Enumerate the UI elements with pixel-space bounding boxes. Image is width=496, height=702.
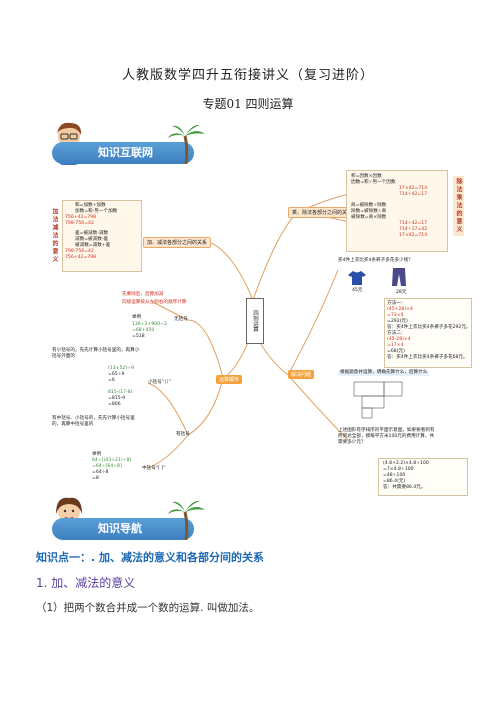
right-line-9: 714÷17=42 bbox=[399, 227, 428, 232]
ex2-line-6: =806 bbox=[108, 402, 121, 407]
knowledge-net-banner: 知识互联网 bbox=[52, 142, 194, 164]
left-line-7: 被减数=减数+差 bbox=[75, 243, 111, 248]
left-line-1: 和=加数+加数 bbox=[75, 203, 106, 208]
palm-tree-icon bbox=[168, 124, 206, 165]
right-line-8: 714÷42=17 bbox=[399, 221, 428, 226]
left-line-5: 差=被减数-减数 bbox=[75, 231, 109, 236]
right-line-6: 除数=被除数÷商 bbox=[351, 209, 387, 214]
no-bracket-label: 无括号 bbox=[174, 317, 188, 322]
example-label-1: 举例 bbox=[132, 315, 142, 320]
right-line-10: 17×42=714 bbox=[399, 233, 428, 238]
center-node: 四则运算 bbox=[246, 298, 264, 344]
left-formula-box: 和=加数+加数 加数=和-另一个加数 756+42=798 798-756=42… bbox=[62, 200, 142, 272]
order-note-1: 先乘除后，后算加减 bbox=[122, 292, 164, 297]
mid-bracket-label: 中括号“[ ]” bbox=[142, 466, 166, 471]
ex2-line-2: =65÷9 bbox=[108, 372, 125, 377]
left-line-6: 减数=被减数-差 bbox=[75, 237, 109, 242]
paragraph-1: （1）把两个数合并成一个数的运算. 叫做加法。 bbox=[36, 602, 260, 614]
sol2-3: =48÷100 bbox=[383, 473, 406, 478]
shirt-icon bbox=[348, 270, 366, 285]
section-heading: 知识点一：. 加、减法的意义和各部分间的关系 bbox=[36, 551, 265, 564]
sol2-5: 答：共需要86.4元。 bbox=[383, 485, 426, 490]
ex1-line-2: =68+450 bbox=[132, 328, 155, 333]
sol2-1: (4.8+2.2)×4.8÷100 bbox=[383, 461, 429, 466]
problem-q2: 根据题意并运算，明确先算什么，后算什么 bbox=[338, 370, 430, 376]
sol2-2: =7×4.8÷100 bbox=[383, 467, 414, 472]
problem-q3: 上述图形有序排序的平面示意图。如果要看到有所到达全部，摸每平方米100元的费用计… bbox=[338, 428, 435, 445]
has-bracket-label: 有括号 bbox=[176, 432, 190, 437]
sub-heading: 1. 加、减法的意义 bbox=[36, 576, 136, 590]
left-side-label: 加法减法的意义 bbox=[51, 208, 58, 264]
right-line-4: 714÷42=17 bbox=[399, 192, 428, 197]
ex3-line-4: =64÷8 bbox=[92, 470, 109, 475]
small-bracket-label: 小括号“（）” bbox=[148, 380, 172, 385]
pants-icon bbox=[392, 268, 406, 286]
mindmap: 加法减法的意义 和=加数+加数 加数=和-另一个加数 756+42=798 79… bbox=[48, 170, 472, 510]
ex3-line-2: 64÷[(43+21)÷8] bbox=[92, 458, 132, 463]
ex2-line-1: (13+52)÷9 bbox=[108, 366, 134, 371]
sol-5: 答：买4件上衣比买4条裤子多花292元。 bbox=[387, 325, 471, 330]
sol2-4: =86.4(元) bbox=[383, 479, 406, 484]
node-order: 运算顺序 bbox=[216, 375, 243, 384]
left-line-8: 798-756=42 bbox=[65, 249, 94, 254]
right-side-label: 除法乘法的意义 bbox=[453, 176, 464, 236]
left-line-9: 756+42=798 bbox=[65, 255, 97, 260]
price-shirt: 45元 bbox=[352, 288, 363, 293]
sol-10: 答：买4件上衣比买4条裤子多花68元。 bbox=[387, 355, 468, 360]
page-title: 人教版数学四升五衔接讲义（复习进阶） bbox=[121, 68, 374, 83]
node-addsub: 加、减法各部分之间的关系 bbox=[143, 237, 212, 248]
sol-9: =68(元) bbox=[387, 349, 405, 354]
ex3-line-3: =64÷[64÷8] bbox=[92, 464, 122, 469]
left-line-4: 798-756=42 bbox=[65, 221, 94, 226]
sol-7: (45-28)×4 bbox=[387, 337, 411, 342]
floor-plan-diagram bbox=[344, 380, 414, 424]
sol-4: =292(元) bbox=[387, 319, 408, 324]
bracket-note: 有小括号的，先先计算小括号里的，再算小括号外面的 bbox=[52, 348, 140, 359]
ex2-line-4: 815-(17-8) bbox=[108, 390, 133, 395]
sol-3: =73×4 bbox=[387, 313, 404, 318]
right-line-3: 17×42=714 bbox=[399, 186, 428, 191]
right-line-2: 因数=积÷另一个因数 bbox=[351, 180, 396, 185]
solution-box: 方法一： (45+28)×4 =73×4 =292(元) 答：买4件上衣比买4条… bbox=[384, 298, 472, 368]
ex3-line-5: =8 bbox=[92, 476, 99, 481]
node-problem: 解决问题 bbox=[288, 370, 315, 379]
sol-6: 方法二： bbox=[387, 331, 406, 336]
order-note-2: 同级运算按从左到右的顺序计算 bbox=[122, 300, 187, 305]
problem-q1: 买4件上衣比买4条裤子多花多少钱？ bbox=[338, 258, 413, 263]
right-line-7: 被除数=商×除数 bbox=[351, 215, 387, 220]
palm-tree-icon-2 bbox=[168, 500, 206, 541]
ex1-line-1: 136÷2+900÷2 bbox=[132, 322, 167, 327]
sol-8: =17×4 bbox=[387, 343, 404, 348]
right-line-1: 积=因数×因数 bbox=[351, 174, 382, 179]
mid-note: 有中括号、小括号的，先先计算小括号里的，再算中括号里的 bbox=[52, 416, 135, 427]
sol-2: (45+28)×4 bbox=[387, 307, 413, 312]
right-line-5: 商=被除数÷除数 bbox=[351, 203, 387, 208]
sol-1: 方法一： bbox=[387, 301, 406, 306]
left-line-2: 加数=和-另一个加数 bbox=[75, 209, 118, 214]
right-formula-box: 积=因数×因数 因数=积÷另一个因数 17×42=714 714÷42=17 商… bbox=[346, 170, 448, 252]
price-pants: 28元 bbox=[396, 290, 407, 295]
page-subtitle: 专题01 四则运算 bbox=[202, 97, 294, 111]
ex3-line-1: 举例 bbox=[92, 452, 102, 457]
left-line-3: 756+42=798 bbox=[65, 215, 97, 220]
ex2-line-5: =815-9 bbox=[108, 396, 126, 401]
knowledge-nav-banner: 知识导航 bbox=[52, 518, 194, 540]
solution-box-2: (4.8+2.2)×4.8÷100 =7×4.8÷100 =48÷100 =86… bbox=[378, 458, 468, 496]
ex2-line-3: =6 bbox=[108, 378, 115, 383]
ex1-line-3: =518 bbox=[132, 334, 145, 339]
